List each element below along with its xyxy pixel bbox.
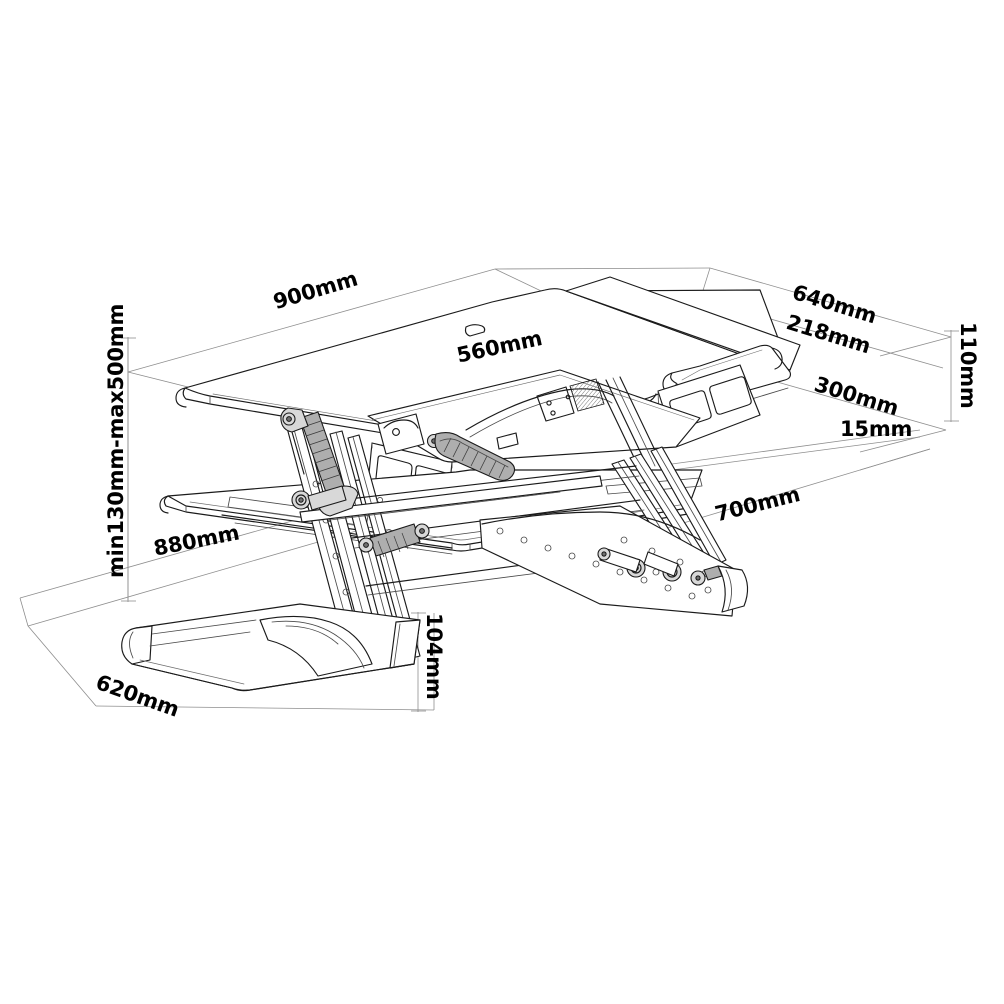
constline-d [879,336,952,357]
column-rail-1 [597,381,641,471]
constline-f [859,448,931,471]
riser-step-seam [371,374,695,421]
base-left-nose-seam [129,631,134,659]
gas-spring-assembly [280,407,430,558]
dimline-900-640-join [494,267,711,270]
dimension-label-104mm: 104mm [422,613,446,700]
upper-shelf-pad-seam [681,349,763,381]
gas-spring-lower-pin [298,497,304,503]
pivot-bracket-end-cap-seam [725,569,732,611]
base-frame [121,603,421,692]
base-front-edge-seam [139,659,245,685]
mechanism-window-hatch [569,378,605,412]
release-handle-grip-lines [443,437,506,479]
dimension-label-110mm: 110mm [956,322,980,409]
dimline-218 [759,315,944,369]
link-strut-knurl [377,532,409,558]
link-strut-pin-right [419,528,425,534]
gas-spring-upper-pin [286,416,292,422]
worksurface-left-corner-cap [175,387,187,408]
bracket-link-2 [643,551,679,577]
mechanism-window-plate [536,386,575,422]
dimline-15-a [671,429,921,465]
release-handle-top-edge [439,438,509,468]
base-hump-seam-1 [271,620,365,669]
link-strut-pin-left [363,542,369,548]
right-leg-rail-rear-a-seam [655,448,722,563]
mechanism-hole-3 [565,394,571,400]
handle-bracket-hole [392,428,400,436]
cross-brace-3-b [367,569,563,596]
left-leg-hole-1 [312,480,320,488]
right-cutout-1 [669,390,712,429]
link-strut [369,523,421,557]
dimline-900 [127,268,496,373]
right-cutout-2 [709,376,752,415]
constline-e [859,429,947,453]
cross-brace-2 [339,465,637,501]
tensioner-knob[interactable] [703,565,723,581]
gas-spring-rod [291,431,305,475]
column-rail-2 [605,379,649,469]
upper-shelf-cap-right [771,347,783,370]
pivot-bracket-contour [481,511,701,541]
left-leg-hole-3 [332,552,340,560]
left-leg-hole-4 [342,588,350,596]
dimline-620 [95,705,435,711]
pivot-bracket-end-cap [717,565,749,613]
rocker-arm [307,485,347,511]
base-front-bullnose [131,663,415,691]
right-pivot-bracket [479,505,749,617]
base-centre-hump [259,615,373,677]
mechanism-hole-2 [550,410,556,416]
bracket-link-1-pin [601,551,607,557]
dimline-ground-left [27,625,97,707]
column-rail-3 [612,377,656,467]
release-handle-paddle[interactable] [434,431,516,482]
keyboard-tray-edge-verticals [185,505,689,551]
constline-g [19,597,29,627]
keyboard-tray-corner-cap [159,495,169,514]
dimension-label-15mm: 15mm [840,417,913,441]
release-handle-assembly[interactable] [377,413,516,482]
pivot-boss-3-pin [695,575,701,581]
base-groove-b [149,631,251,647]
riser-front-tab [496,432,519,450]
base-right-cap-seam [393,623,401,667]
mid-frame-rail [299,475,603,523]
base-hump-seam-2 [285,625,339,645]
cable-notch [464,324,486,337]
mid-frame-rail-slot [329,491,561,521]
mechanism-hole-1 [546,400,552,406]
dimension-label-height-range: min130mm-max500mm [104,303,128,578]
base-left-nose [121,625,153,665]
gas-spring-lower-bearing [295,494,307,506]
dimline-15-b [671,436,921,471]
worksurface-right-wing [565,276,801,371]
handle-bracket-arc [383,419,419,429]
base-groove-a [151,619,257,635]
left-side-panel-edge [371,442,453,469]
keyboard-tray-seam [189,501,687,541]
dimline-640 [709,267,952,338]
